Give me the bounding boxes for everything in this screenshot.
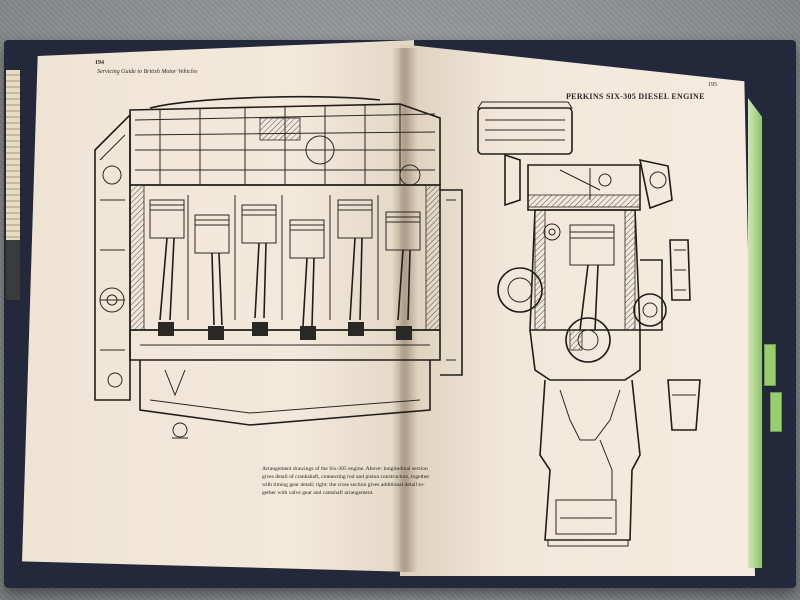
pistons <box>149 199 421 259</box>
longitudinal-section-drawing <box>94 95 463 439</box>
caption-line: gives detail of crankshaft, connecting r… <box>262 474 430 480</box>
cross-section-drawing <box>477 101 701 547</box>
caption-line: with timing gear detail; right: the cros… <box>262 482 425 488</box>
right-page-number: 195 <box>708 82 717 88</box>
index-tab <box>764 344 776 386</box>
left-page-edges <box>6 70 20 280</box>
caption-line: gether with valve gear and camshaft arra… <box>262 490 374 496</box>
left-running-head: Servicing Guide to British Motor Vehicle… <box>97 69 198 75</box>
left-cover-edge <box>6 240 20 300</box>
right-page-edges <box>748 98 762 568</box>
book-gutter <box>392 48 418 572</box>
left-page <box>22 40 414 572</box>
connecting-rods <box>159 237 411 327</box>
caption-line: Arrangement drawings of the Six-305 engi… <box>262 466 428 472</box>
figure-caption: Arrangement drawings of the Six-305 engi… <box>262 465 442 497</box>
left-page-number: 194 <box>95 60 104 66</box>
right-running-head: PERKINS SIX-305 DIESEL ENGINE <box>566 92 705 101</box>
right-page <box>400 44 755 576</box>
index-tab <box>770 392 782 432</box>
